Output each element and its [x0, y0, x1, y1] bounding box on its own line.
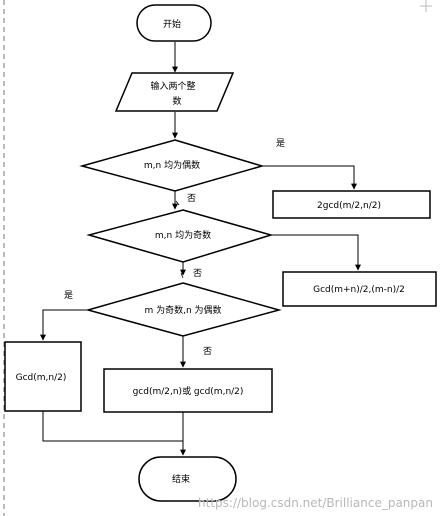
result-both-even-box: [272, 190, 431, 219]
no-label-decision3: 否: [203, 346, 212, 357]
no-label-decision2: 否: [193, 268, 202, 279]
decision-mixed-label: m 为奇数,n 为偶数: [144, 304, 221, 316]
result-both-odd-label: Gcd(m+n)/2,(m-n)/2: [313, 285, 405, 295]
input-parallelogram: [114, 72, 235, 112]
watermark-text: https://blog.csdn.net/Brilliance_panpan: [198, 496, 433, 510]
stray-mark-1: [175, 200, 180, 206]
no-label-decision1: 否: [187, 193, 196, 204]
stray-mark-2: [180, 272, 184, 279]
connector-decision1-yes: [262, 165, 357, 190]
end-label: 结束: [172, 473, 190, 485]
connector-decision3-yes: [40, 309, 88, 341]
end-terminator: [138, 456, 237, 502]
start-label: 开始: [163, 18, 181, 30]
result-both-even-label: 2gcd(m/2,n/2): [317, 201, 381, 211]
decision-both-even-label: m,n 均为偶数: [144, 159, 200, 171]
yes-label-decision3: 是: [64, 290, 73, 301]
input-label-line1: 输入两个整: [150, 80, 195, 92]
result-mixed-yes-box: [4, 341, 82, 412]
decision-mixed: [85, 282, 282, 337]
connector-left-end: [42, 411, 183, 442]
result-mixed-yes-label: Gcd(m,n/2): [16, 373, 67, 383]
start-terminator: [136, 4, 212, 42]
input-label-line2: 数: [172, 95, 181, 107]
result-mixed-no-box: [103, 368, 273, 413]
decision-both-odd: [86, 209, 274, 263]
decision-both-odd-label: m,n 均为奇数: [155, 229, 211, 241]
connector-decision2-yes: [271, 234, 361, 271]
result-mixed-no-label: gcd(m/2,n)或 gcd(m,n/2): [133, 385, 244, 397]
result-both-odd-box: [282, 271, 437, 307]
decision-both-even: [79, 139, 265, 192]
yes-label-decision1: 是: [276, 138, 285, 149]
